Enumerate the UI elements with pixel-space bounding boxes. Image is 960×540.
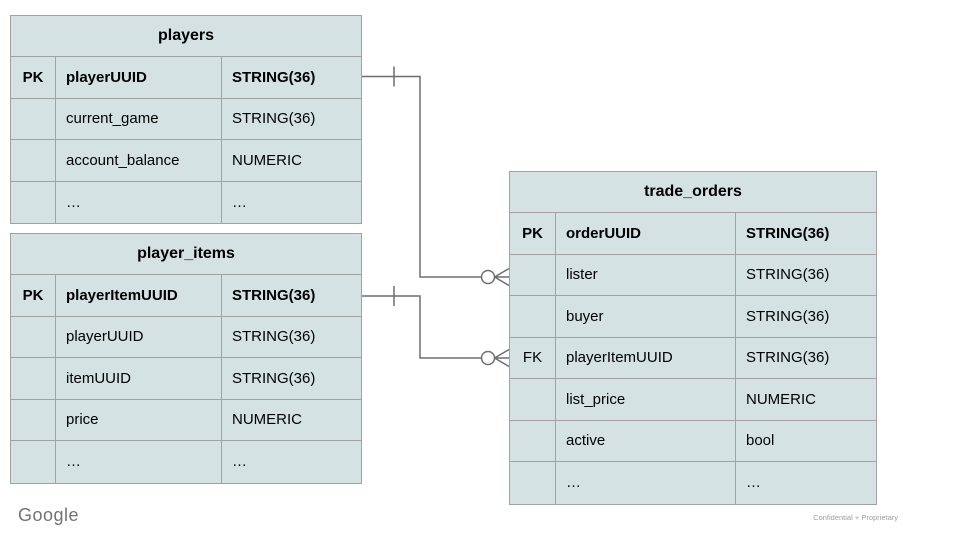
column-type-cell: … — [746, 474, 761, 492]
key-cell — [11, 399, 56, 441]
key-cell: PK — [510, 213, 556, 255]
column-name-cell: … — [556, 462, 736, 504]
table-players: players PK playerUUID STRING(36) current… — [10, 15, 362, 224]
connector-line — [362, 75, 482, 278]
column-type-cell: STRING(36) — [736, 338, 876, 379]
column-type-cell: STRING(36) — [736, 213, 876, 255]
table-row: price NUMERIC — [11, 399, 361, 441]
column-type-cell: STRING(36) — [222, 99, 361, 140]
column-name-cell: … — [56, 181, 222, 223]
table-row: playerUUID STRING(36) — [11, 316, 361, 358]
table-title: players — [11, 16, 361, 57]
crow-foot-many-icon — [494, 267, 510, 287]
column-name-cell: account_balance — [56, 140, 222, 182]
table-row: buyer STRING(36) — [510, 296, 876, 338]
key-cell: PK — [11, 275, 56, 317]
table-title: player_items — [11, 234, 361, 275]
google-logo: Google — [18, 505, 80, 525]
key-cell — [11, 98, 56, 140]
column-name-cell: playerItemUUID — [556, 337, 736, 379]
table-row: itemUUID STRING(36) — [11, 358, 361, 400]
key-cell: PK — [11, 57, 56, 99]
column-name-cell: active — [556, 420, 736, 462]
column-type-cell: … — [232, 193, 247, 211]
table-player-items: player_items PK playerItemUUID STRING(36… — [10, 233, 362, 484]
column-name-cell: … — [56, 441, 222, 483]
column-type-cell: … — [232, 453, 247, 471]
relationship-player-items-to-trade-orders — [362, 286, 510, 368]
table-row: FK playerItemUUID STRING(36) — [510, 337, 876, 379]
column-type-cell: bool — [736, 421, 876, 462]
column-type-cell: STRING(36) — [222, 57, 361, 99]
column-type-cell: NUMERIC — [222, 140, 361, 182]
column-name-cell: playerItemUUID — [56, 275, 222, 317]
table-row: current_game STRING(36) — [11, 98, 361, 140]
key-cell — [510, 379, 556, 421]
connector-line — [362, 295, 482, 359]
key-cell — [11, 140, 56, 182]
key-cell — [510, 254, 556, 296]
key-cell — [510, 296, 556, 338]
column-name-cell: price — [56, 399, 222, 441]
table-trade-orders: trade_orders PK orderUUID STRING(36) lis… — [509, 171, 877, 505]
key-cell — [510, 462, 556, 504]
crow-foot-many-icon — [494, 348, 510, 368]
column-type-cell: STRING(36) — [736, 296, 876, 338]
column-name-cell: current_game — [56, 98, 222, 140]
table-row: PK playerItemUUID STRING(36) — [11, 275, 361, 317]
key-cell — [510, 420, 556, 462]
column-name-cell: playerUUID — [56, 316, 222, 358]
table-row: PK playerUUID STRING(36) — [11, 57, 361, 99]
column-name-cell: playerUUID — [56, 57, 222, 99]
column-name-cell: itemUUID — [56, 358, 222, 400]
column-type-cell: STRING(36) — [222, 358, 361, 400]
key-cell: FK — [510, 337, 556, 379]
table-row: … … — [11, 181, 361, 223]
table-row: PK orderUUID STRING(36) — [510, 213, 876, 255]
table-row: … … — [11, 441, 361, 483]
cardinality-zero-circle-icon — [480, 269, 496, 285]
key-cell — [11, 181, 56, 223]
table-row: account_balance NUMERIC — [11, 140, 361, 182]
column-type-cell: STRING(36) — [736, 255, 876, 296]
table-row: lister STRING(36) — [510, 254, 876, 296]
column-type-cell: STRING(36) — [222, 275, 361, 317]
column-type-cell: NUMERIC — [736, 379, 876, 421]
confidentiality-notice: Confidential + Proprietary — [813, 513, 898, 522]
key-cell — [11, 358, 56, 400]
relationship-players-to-trade-orders — [362, 66, 510, 287]
cardinality-zero-circle-icon — [480, 350, 496, 366]
table-row: … … — [510, 462, 876, 504]
table-row: active bool — [510, 420, 876, 462]
column-name-cell: list_price — [556, 379, 736, 421]
column-type-cell: NUMERIC — [222, 400, 361, 441]
column-type-cell: STRING(36) — [222, 317, 361, 358]
column-name-cell: lister — [556, 254, 736, 296]
table-row: list_price NUMERIC — [510, 379, 876, 421]
column-name-cell: orderUUID — [556, 213, 736, 255]
table-title: trade_orders — [510, 172, 876, 213]
key-cell — [11, 316, 56, 358]
column-name-cell: buyer — [556, 296, 736, 338]
key-cell — [11, 441, 56, 483]
